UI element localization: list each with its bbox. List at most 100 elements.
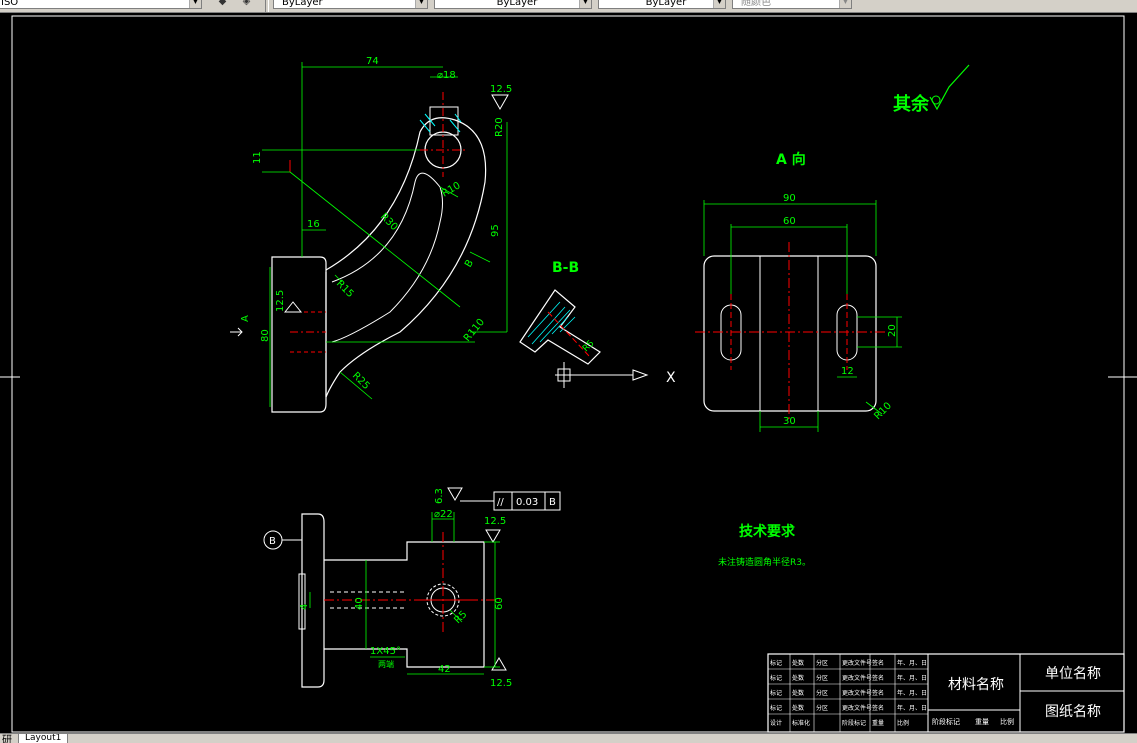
title-block-cell: 标记: [770, 704, 782, 712]
dim-phi18: ⌀18: [437, 70, 456, 81]
dim-12-5-top: 12.5: [490, 84, 512, 95]
front-view: 74 ⌀18 12.5 11 R30 R10 16 95 R15 R110 R2…: [230, 56, 512, 413]
title-block-cell: 分区: [816, 689, 828, 697]
chevron-down-icon[interactable]: ▼: [415, 0, 427, 8]
color-combo[interactable]: ByLayer▼: [273, 0, 428, 9]
roughness-symbol: [491, 94, 509, 111]
title-block-cell: 比例: [897, 719, 909, 727]
dim-30: 30: [783, 416, 796, 427]
dim-60-bottom: 60: [494, 597, 505, 610]
title-block-cell: 重量: [872, 719, 884, 727]
title-block-cell: 签名: [872, 674, 884, 682]
layout-tabs-bar: 研 Layout1: [0, 733, 1137, 743]
title-block-cell: 处数: [792, 689, 804, 697]
tab-layout1[interactable]: Layout1: [18, 733, 69, 743]
section-hatch: [419, 113, 462, 133]
roughness-circle: [931, 95, 941, 105]
lineweight-combo[interactable]: ByLayer▼: [598, 0, 726, 9]
dim-12-5-left: 12.5: [275, 290, 286, 312]
dim-12-5-top-bottom: 12.5: [484, 516, 506, 527]
dim-90: 90: [783, 193, 796, 204]
boss-top: [429, 106, 459, 136]
title-block-bottom-label: 比例: [1000, 717, 1014, 726]
sheet-border: [11, 15, 1125, 733]
title-block-cell: 分区: [816, 674, 828, 682]
dim-95: 95: [490, 224, 501, 237]
tech-req-title: 技术要求: [739, 523, 796, 540]
dim-r30: R30: [378, 211, 400, 233]
dim-40: 40: [354, 597, 365, 610]
datum-b-label: B: [269, 536, 276, 547]
title-block-cell: 年、月、日: [897, 659, 927, 667]
title-block-cell: 标记: [770, 659, 782, 667]
dim-6-3: 6.3: [434, 488, 445, 504]
ucs-axis-x: X: [666, 370, 676, 386]
chevron-down-icon[interactable]: ▼: [579, 0, 591, 8]
title-block-cell: 年、月、日: [897, 689, 927, 697]
roughness-symbol: [283, 301, 303, 313]
chevron-down-icon[interactable]: ▼: [839, 0, 851, 8]
roughness-note-symbol: [929, 64, 970, 111]
title-material: 材料名称: [948, 677, 1004, 693]
linetype-combo[interactable]: ByLayer ▼: [434, 0, 592, 9]
arm-outline: [325, 117, 487, 398]
tolerance-value: 0.03: [516, 497, 538, 508]
section-bb-outline: [519, 289, 601, 365]
title-block-bottom-label: 阶段标记: [932, 717, 960, 726]
dimstyle-combo[interactable]: ISO ▼: [0, 0, 202, 9]
dim-4: 4: [299, 604, 310, 610]
layer-icon[interactable]: ◆: [218, 0, 227, 7]
title-block-cell: 签名: [872, 704, 884, 712]
dim-16: 16: [307, 219, 320, 230]
title-block-cell: 阶段标记: [842, 719, 866, 727]
dim-12: 12: [841, 366, 854, 377]
title-company: 单位名称: [1045, 666, 1101, 682]
title-block-cell: 更改文件号: [842, 659, 872, 667]
title-block-cell: 处数: [792, 674, 804, 682]
dim-r25: R25: [350, 370, 372, 392]
view-arrow-a: [230, 327, 243, 337]
section-bb: B-B R5 X: [519, 260, 676, 388]
chevron-down-icon[interactable]: ▼: [189, 0, 201, 8]
tab-layout1-label: Layout1: [25, 733, 62, 743]
tab-nav-label: 研: [2, 735, 12, 743]
bottom-view: B // 0.03 B 6.3 ⌀22 12.5: [263, 487, 561, 689]
bottom-body: [324, 541, 485, 668]
title-block-cell: 处数: [792, 659, 804, 667]
dim-11: 11: [252, 151, 263, 164]
section-bb-label: B-B: [552, 260, 579, 276]
dim-20: 20: [887, 324, 898, 337]
dim-74: 74: [366, 56, 379, 67]
roughness-note: 其余: [893, 93, 930, 115]
title-block-cell: 标记: [770, 674, 782, 682]
dim-60: 60: [783, 216, 796, 227]
layer-state-icon[interactable]: ◈: [242, 0, 251, 7]
properties-toolbar: ISO▼ ◆ ◈ ByLayer▼ ByLayer▼ ByLayer▼ 随颜色▼: [0, 0, 1137, 13]
plotstyle-combo[interactable]: 随颜色▼: [732, 0, 852, 9]
title-drawing-name: 图纸名称: [1045, 704, 1101, 720]
title-block-cell: 设计: [770, 719, 782, 727]
tech-req-body: 未注铸造圆角半径R3。: [718, 556, 811, 568]
drawing-canvas[interactable]: 74 ⌀18 12.5 11 R30 R10 16 95 R15 R110 R2…: [0, 12, 1137, 733]
view-a-plate: [703, 255, 877, 412]
title-block-cell: 分区: [816, 659, 828, 667]
title-block-cell: 更改文件号: [842, 704, 872, 712]
chevron-down-icon[interactable]: ▼: [713, 0, 725, 8]
title-block-cell: 标记: [770, 689, 782, 697]
view-a: A 向 90 60 20 12: [695, 151, 902, 432]
title-block-cell: 签名: [872, 659, 884, 667]
linetype-value: ByLayer: [496, 0, 538, 8]
dim-chamfer-note: 两端: [378, 659, 394, 669]
bottom-flange: [301, 513, 325, 688]
dim-12-5-bottom: 12.5: [490, 678, 512, 689]
dim-a: A: [240, 315, 251, 322]
dim-b: B: [463, 258, 476, 270]
title-block-bottom-label: 重量: [975, 718, 989, 726]
title-block-cell: 更改文件号: [842, 689, 872, 697]
title-block: 材料名称 单位名称 图纸名称 标记处数分区更改文件号签名年、月、日标记处数分区更…: [767, 653, 1125, 733]
view-a-label: A 向: [776, 151, 806, 168]
title-block-cell: 处数: [792, 704, 804, 712]
toolbar-separator: [265, 0, 269, 12]
dim-r110: R110: [462, 317, 487, 344]
dimstyle-value: ISO: [1, 0, 19, 8]
